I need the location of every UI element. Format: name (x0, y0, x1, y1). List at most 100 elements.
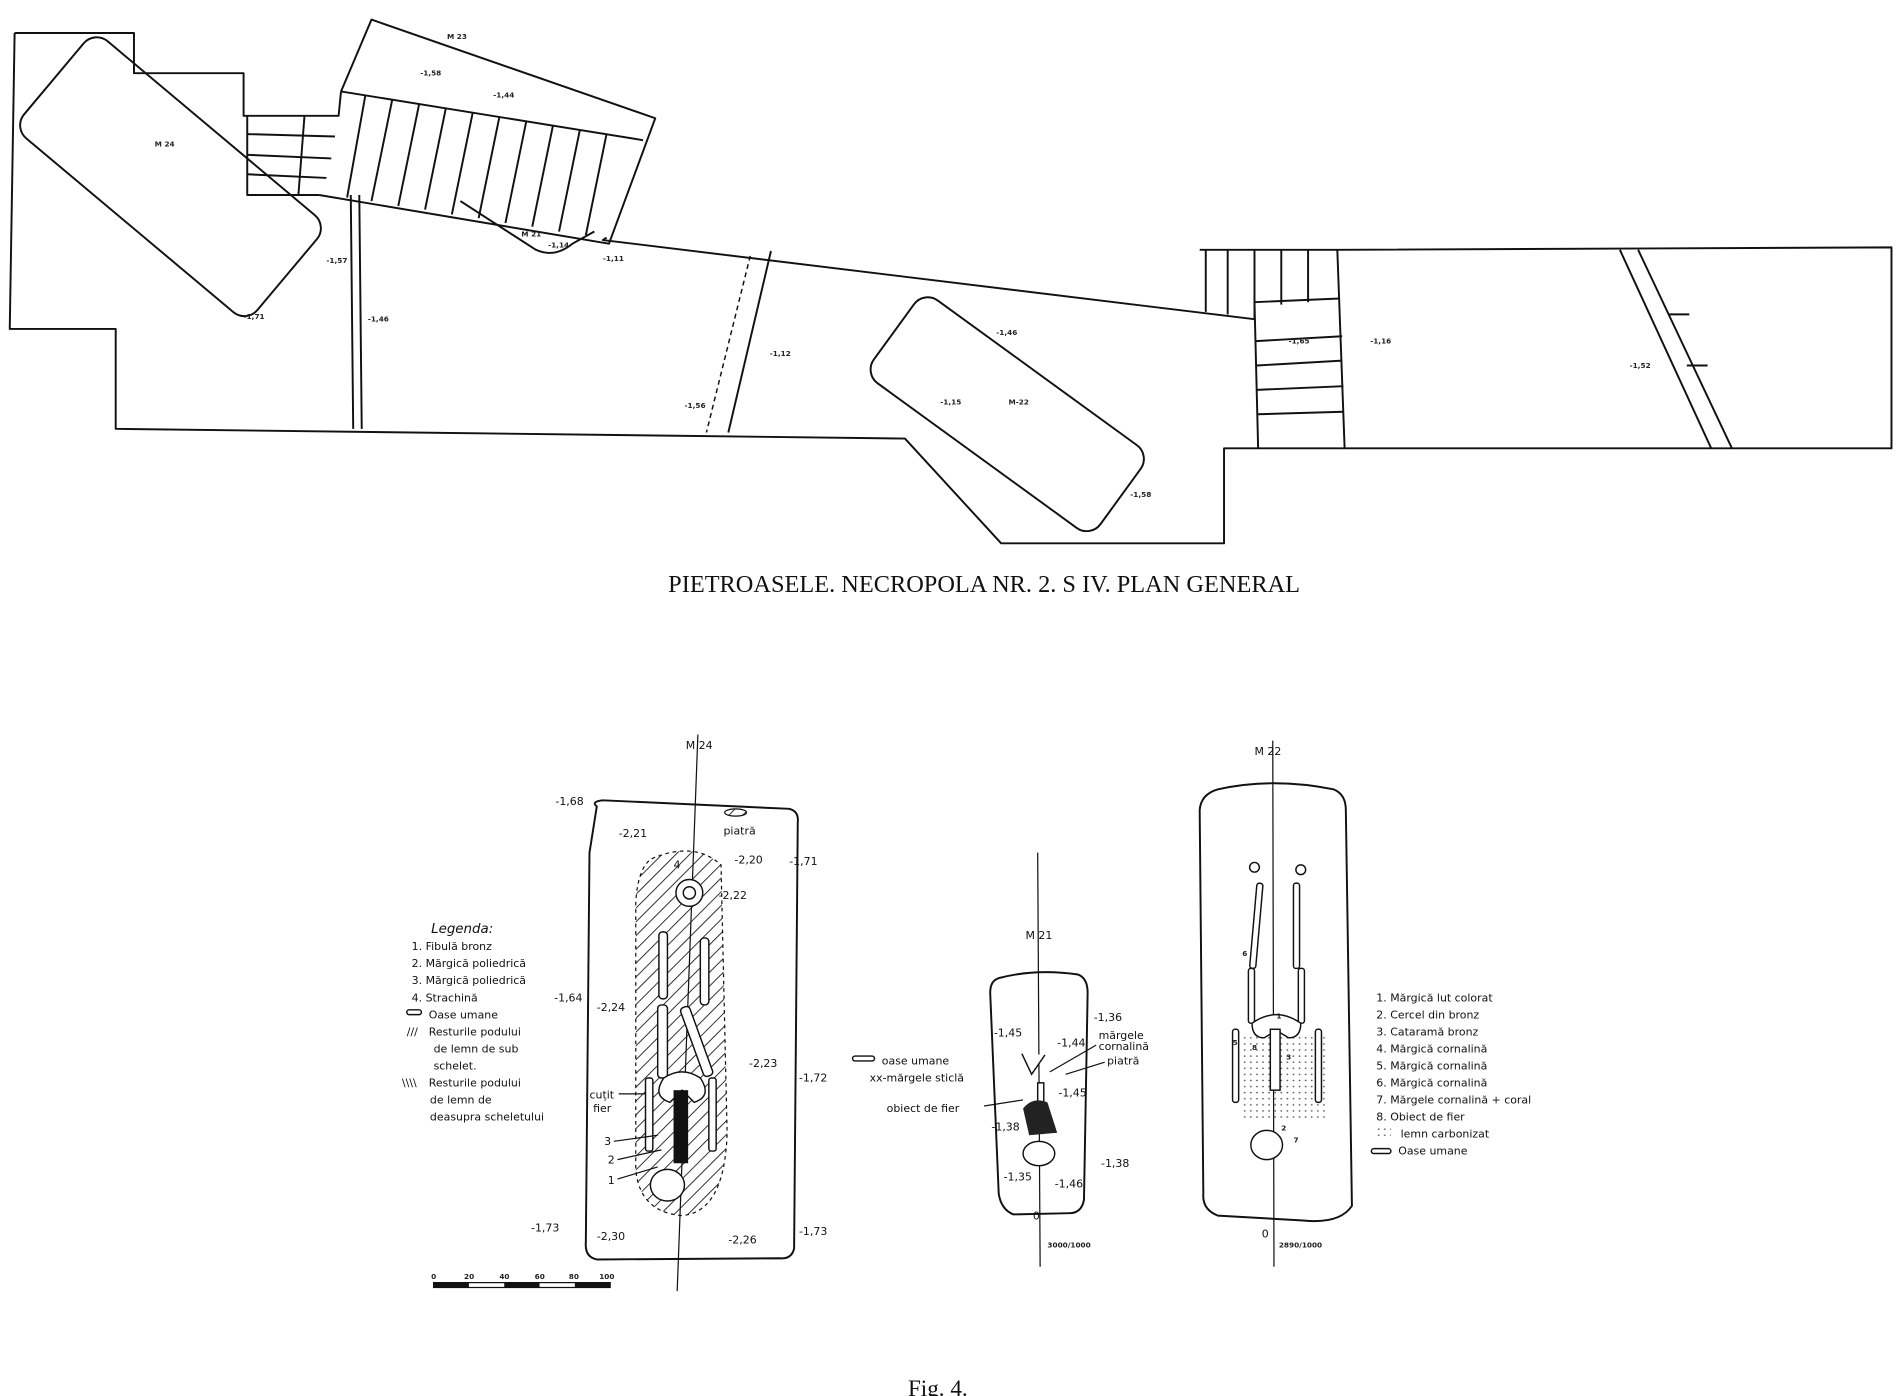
plan-elevation: -1,15 (940, 397, 961, 406)
m24-knife-label: cuțit (589, 1089, 614, 1102)
legend-item: Resturile podului (429, 1077, 521, 1090)
m22-zero: 0 (1262, 1228, 1269, 1241)
legend-item: Oase umane (429, 1008, 499, 1021)
m23-stair-top (340, 90, 644, 142)
legend-item: 1. Fibulă bronz (412, 940, 492, 953)
m24-pit (19, 36, 322, 318)
m24-number-1: 1 (608, 1174, 615, 1187)
legend-title: Legenda: (431, 922, 493, 937)
m24-elevation: -1,68 (555, 795, 583, 808)
m21-elevation: -1,38 (1101, 1157, 1129, 1170)
m24-elevation: -2,20 (734, 854, 762, 867)
m24-bowl-inner (682, 886, 697, 900)
legend-item: 4. Mărgică cornalină (1376, 1042, 1487, 1055)
legend-item: lemn carbonizat (1401, 1128, 1490, 1141)
right-strip (1618, 249, 1733, 449)
grave-m24: M 24 piatră 4 cuțit fier 3 2 1 -1,68 -2,… (402, 734, 827, 1292)
legend-item: schelet. (434, 1059, 477, 1072)
legend-item: Resturile podului (429, 1025, 521, 1038)
plan-elevation: -1,14 (548, 240, 569, 249)
m24-number-4: 4 (674, 859, 681, 872)
m24-pit-outline (584, 799, 799, 1261)
legend-item: de lemn de sub (434, 1042, 519, 1055)
dashed-strip (705, 250, 772, 433)
m24-elevation: -1,64 (554, 991, 582, 1004)
m24-elevation: -2,30 (597, 1230, 625, 1243)
scale-tick: 60 (535, 1272, 545, 1281)
m22-pit (869, 296, 1145, 533)
m21-stone-label: piatră (1107, 1055, 1139, 1068)
m24-skeleton (644, 931, 717, 1202)
m21-elevation: -1,45 (994, 1027, 1022, 1040)
hatch-dense-icon: \\\\ (402, 1077, 417, 1090)
grave-m22: M 22 1 2 3 5 6 7 8 0 2890/1000 1. Mărgic… (1198, 740, 1531, 1267)
m24-stone (724, 808, 748, 817)
m21-ratio: 3000/1000 (1047, 1240, 1090, 1249)
plan-label-m22: M-22 (1008, 397, 1028, 406)
m21-leaders (984, 1044, 1105, 1107)
plan-elevation: -1,56 (684, 401, 705, 410)
m24-elevation: -2,21 (619, 827, 647, 840)
plan-elevation: -1,58 (420, 69, 441, 78)
m22-axis (1272, 740, 1275, 1267)
m22-mark: 6 (1242, 949, 1247, 958)
m24-stone-label: piatră (723, 824, 755, 837)
m21-pit-outline (989, 971, 1089, 1216)
plan-elevation: -1,11 (603, 254, 624, 263)
m21-beads-label: mărgele (1099, 1029, 1144, 1042)
m23-block (318, 18, 657, 245)
m22-mark: 3 (1286, 1053, 1291, 1062)
left-stairs (247, 115, 335, 196)
legend-item: Oase umane (1398, 1145, 1468, 1158)
m24-number-3: 3 (604, 1135, 611, 1148)
legend-item: 4. Strachină (412, 991, 478, 1004)
m21-top-pit (459, 200, 595, 254)
plan-elevation: -1,12 (770, 349, 791, 358)
m21-skeleton (1021, 1053, 1058, 1167)
bone-icon (406, 1009, 423, 1016)
trench-outline (8, 32, 1893, 545)
scale-tick: 0 (431, 1272, 436, 1281)
m24-elevation: -1,72 (799, 1072, 827, 1085)
plan-elevation: -1,16 (1370, 337, 1391, 346)
m21-elevation: -1,46 (1055, 1178, 1083, 1191)
m24-label: M 24 (686, 739, 713, 752)
bone-icon (851, 1055, 876, 1062)
plan-elevation: -1,58 (1130, 490, 1151, 499)
legend-item: 3. Mărgică poliedrică (412, 974, 526, 987)
legend-item: deasupra scheletului (430, 1111, 544, 1124)
m22-ratio: 2890/1000 (1279, 1240, 1322, 1249)
plan-elevation: -1,71 (244, 312, 265, 321)
hatch-sparse-icon: /// (407, 1025, 418, 1038)
m22-mark: 8 (1252, 1043, 1257, 1052)
legend-item: 3. Cataramă bronz (1376, 1025, 1478, 1038)
m22-mark: 1 (1276, 1011, 1281, 1020)
grave-m21: M 21 -1,36 -1,45 -1,44 -1,45 -1,38 -1,38… (851, 852, 1149, 1267)
m23-stair-stripes (346, 94, 608, 236)
m24-elevation: -1,73 (531, 1221, 559, 1234)
m21-iron-label: obiect de fier (887, 1102, 960, 1115)
scale-bar: 0 20 40 60 80 100 (431, 1272, 614, 1289)
plan-elevation: -1,65 (1289, 337, 1310, 346)
m22-label: M 22 (1254, 745, 1281, 758)
m24-elevation: -1,71 (789, 855, 817, 868)
m24-knife-label-2: fier (593, 1102, 612, 1115)
legend-item: de lemn de (430, 1094, 492, 1107)
dots-icon (1376, 1127, 1391, 1139)
m22-pit-outline (1198, 782, 1353, 1223)
dividing-wall (349, 194, 363, 429)
right-stairs (1204, 249, 1346, 449)
m24-legend: Legenda: 1. Fibulă bronz 2. Mărgică poli… (402, 922, 544, 1124)
m22-charcoal-area (1239, 1035, 1326, 1121)
legend-item: 2. Cercel din bronz (1376, 1008, 1479, 1021)
m24-elevation: -2,26 (728, 1234, 756, 1247)
legend-item: 5. Mărgică cornalină (1376, 1059, 1487, 1072)
m22-mark: 2 (1281, 1123, 1286, 1132)
m21-elevation: -1,44 (1057, 1036, 1085, 1049)
legend-item: 8. Obiect de fier (1376, 1111, 1465, 1124)
figure-label: Fig. 4. (908, 1376, 968, 1396)
plan-label-m21: M 21 (521, 229, 541, 238)
m21-bones-label: oase umane (882, 1055, 950, 1068)
plan-elevation: -1,44 (493, 91, 514, 100)
